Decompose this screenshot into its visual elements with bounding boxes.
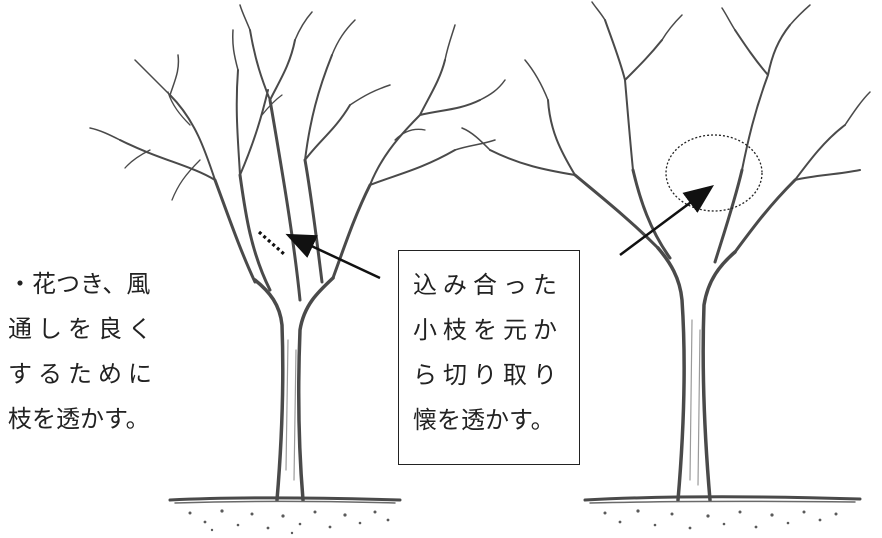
right-ground — [583, 495, 862, 502]
left-caption-line: 通しを良く — [8, 315, 158, 343]
right-ground-dots — [603, 509, 838, 530]
left-caption-line: 枝を透かす。 — [8, 405, 150, 433]
left-caption-line: するために — [8, 360, 158, 388]
left-tree — [89, 4, 506, 504]
boxed-caption-line: 小枝を元か — [413, 316, 563, 344]
left-caption-line: ・花つき、風 — [8, 270, 151, 298]
cleared-area-ellipse — [665, 134, 763, 212]
left-caption: ・花つき、風 通しを良く するために 枝を透かす。 — [8, 262, 188, 442]
boxed-caption-line: ら切り取り — [413, 361, 563, 389]
right-main-fork — [573, 168, 797, 264]
boxed-caption: 込み合った 小枝を元か ら切り取り 懐を透かす。 — [398, 250, 580, 465]
left-trunk — [253, 276, 335, 502]
right-tree — [461, 1, 871, 504]
boxed-caption-line: 懐を透かす。 — [413, 406, 555, 434]
left-ground — [168, 496, 402, 502]
arrow-to-left-tree — [285, 233, 381, 280]
boxed-caption-line: 込み合った — [413, 271, 563, 299]
left-ground-dots — [188, 509, 390, 535]
arrow-to-right-tree — [619, 185, 715, 257]
cut-mark-dotted — [257, 230, 286, 256]
right-trunk — [656, 246, 737, 502]
left-main-fork — [213, 98, 372, 302]
